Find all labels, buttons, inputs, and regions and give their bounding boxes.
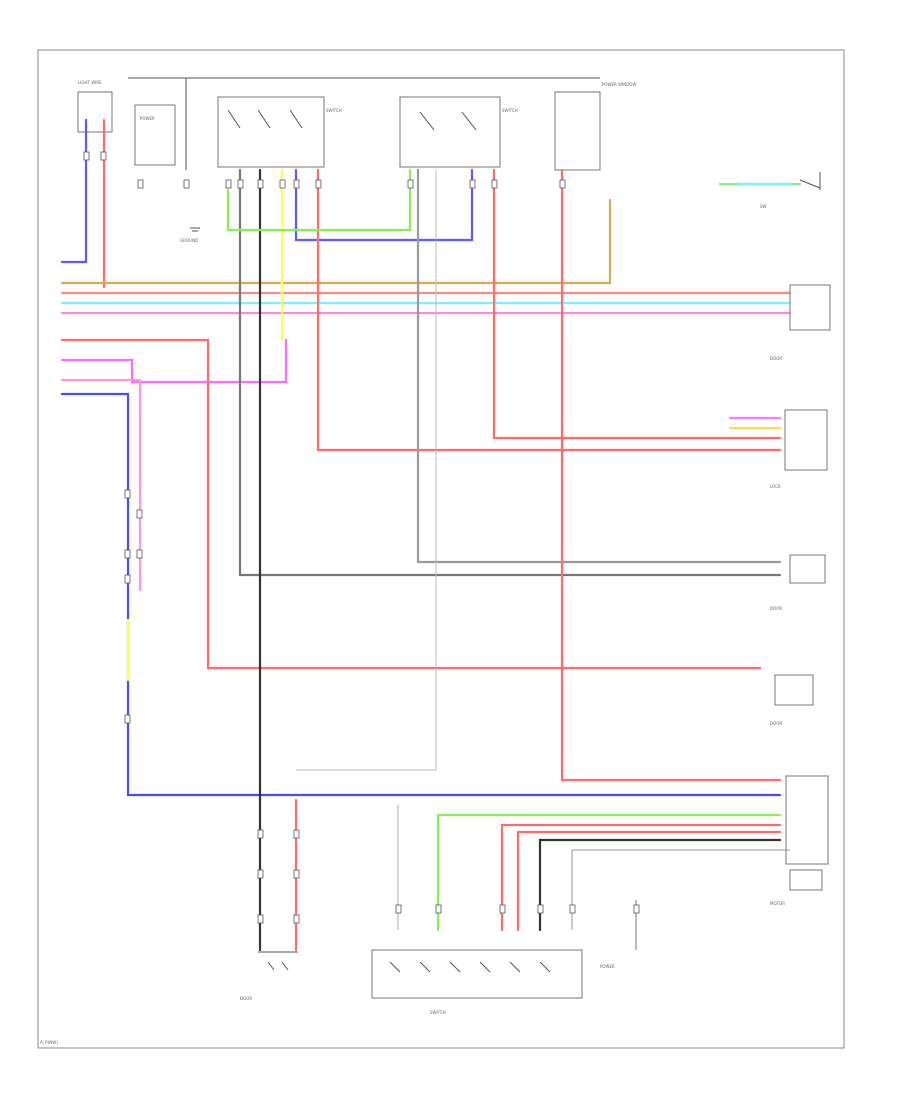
- diagram-frame: [37, 49, 845, 1049]
- power-window-box: POWER WINDOW: [554, 82, 636, 171]
- switch-box-mid: SWITCH: [399, 96, 518, 168]
- bottom-left-label: DOOR: [240, 996, 252, 1001]
- bottom-switch-block: SWITCH: [371, 949, 583, 1015]
- wire-blue-main: [60, 392, 782, 797]
- right-label-1: SW: [760, 204, 767, 209]
- right-connector-3: LOCK: [770, 409, 828, 489]
- wire-gray-bottom: [571, 849, 790, 930]
- right-switch-1: SW: [760, 172, 821, 209]
- wire-black-bottom: [538, 838, 782, 932]
- right-connector-6: MOTOR: [770, 775, 829, 906]
- connector-markers: [83, 151, 640, 924]
- wire-red-3: [492, 168, 782, 440]
- switch-mid-label: SWITCH: [502, 108, 518, 113]
- wire-red-2: [316, 168, 782, 452]
- corner-label: A: P(NW): [40, 1040, 58, 1045]
- right-label-4: DOOR: [770, 606, 782, 611]
- wire-green-loop: [226, 168, 412, 232]
- ground-label: GROUND: [180, 238, 198, 243]
- wire-gray-2: [416, 168, 782, 564]
- power-window-label: POWER WINDOW: [602, 82, 636, 87]
- right-connector-5: DOOR: [770, 674, 814, 726]
- top-left-label: LIGHT WIRE: [78, 80, 102, 85]
- right-label-2: DOOR: [770, 356, 782, 361]
- switch-left-label: SWITCH: [326, 108, 342, 113]
- wire-pink-short: [60, 338, 288, 384]
- right-connector-4: DOOR: [770, 554, 826, 611]
- bottom-right-component: POWER: [600, 900, 637, 969]
- wire-red-4: [560, 168, 782, 782]
- wire-blue-left: [60, 118, 88, 264]
- bottom-mid-label: SWITCH: [430, 1010, 446, 1015]
- wire-lightpink: [60, 378, 142, 592]
- ground-symbol: GROUND: [180, 227, 200, 243]
- wire-gray-1: [238, 168, 782, 577]
- bottom-right-label: POWER: [600, 964, 615, 969]
- fuse-label: POWER: [140, 116, 155, 121]
- wire-green-bottom: [436, 813, 782, 932]
- right-connector-2: DOOR: [770, 284, 831, 361]
- switch-box-left: SWITCH: [217, 96, 342, 168]
- right-label-6: MOTOR: [770, 901, 785, 906]
- wire-red-bottom: [500, 823, 782, 932]
- fuse-box: POWER: [134, 104, 176, 166]
- wire-blue-loop: [294, 168, 474, 242]
- right-label-5: DOOR: [770, 721, 782, 726]
- top-left-connector: LIGHT WIRE: [77, 80, 113, 133]
- wire-red-long: [60, 338, 762, 670]
- wire-tan-bus: [60, 198, 612, 285]
- bottom-left-component: DOOR: [240, 951, 298, 1001]
- wire-red-bottom-2: [516, 830, 782, 932]
- wire-lightgray: [296, 170, 437, 771]
- right-label-3: LOCK: [770, 484, 781, 489]
